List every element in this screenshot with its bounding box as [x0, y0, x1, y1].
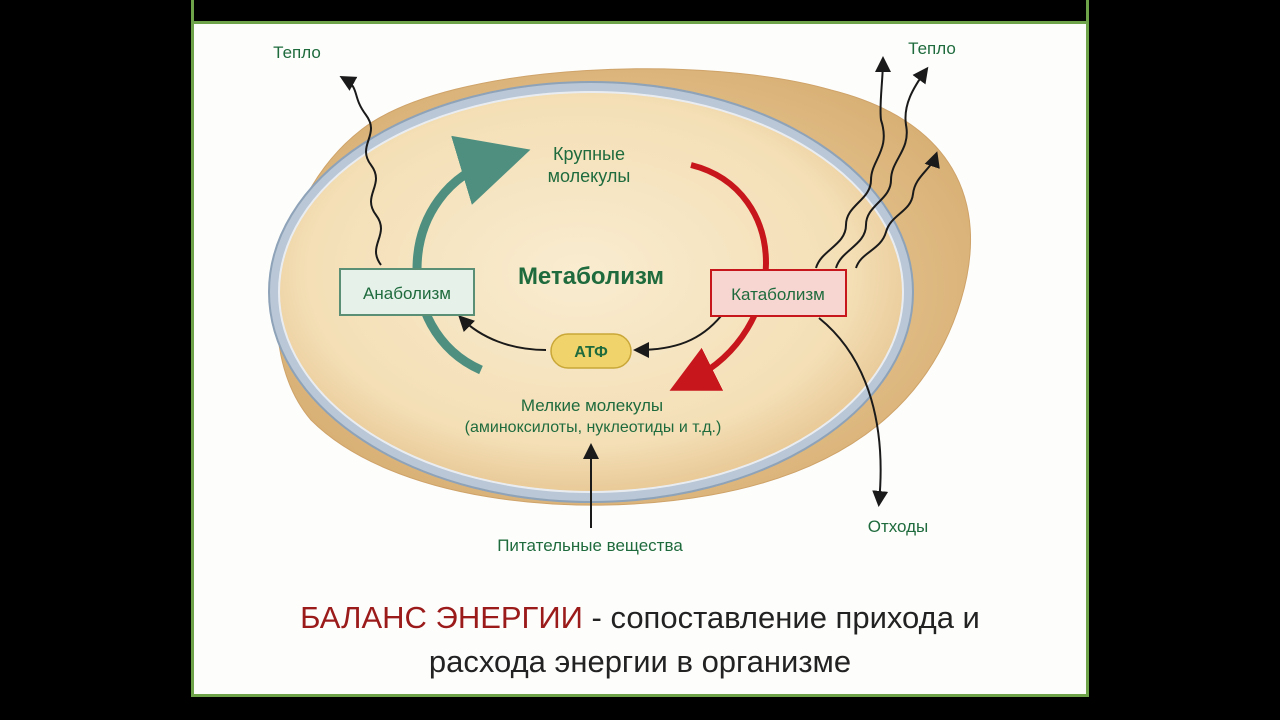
- anabolism-label: Анаболизм: [363, 284, 451, 303]
- catabolism-arc-arrow: [669, 162, 769, 391]
- left-frame-edge: [191, 0, 194, 720]
- waste-label: Отходы: [868, 517, 929, 536]
- heat-right-label: Тепло: [908, 39, 956, 58]
- large-molecules-line1: Крупные: [553, 144, 625, 164]
- atp-capsule: [550, 333, 632, 369]
- nutrients-label: Питательные вещества: [497, 536, 683, 555]
- small-molecules-line1: Мелкие молекулы: [521, 396, 663, 415]
- atp-label: АТФ: [574, 344, 608, 361]
- heat-left-wavy-arrow: [339, 76, 382, 266]
- large-molecules-line2: молекулы: [548, 166, 631, 186]
- caption-rest-line1: - сопоставление прихода и: [582, 600, 980, 635]
- bottom-black-bar: [191, 694, 1089, 720]
- small-molecules-line2: (аминоксилоты, нуклеотиды и т.д.): [465, 419, 722, 436]
- catabolism-label: Катаболизм: [731, 285, 825, 304]
- heat-left-label: Тепло: [273, 43, 321, 62]
- energy-balance-caption: БАЛАНС ЭНЕРГИИ - сопоставление прихода и…: [191, 596, 1089, 684]
- right-frame-edge: [1086, 0, 1089, 720]
- slide: Анаболизм Катаболизм АТФ Метаболизм Круп…: [191, 0, 1089, 720]
- caption-line1: БАЛАНС ЭНЕРГИИ - сопоставление прихода и: [191, 596, 1089, 640]
- catabolism-to-atp-arrow: [633, 315, 722, 358]
- heat-right-wavy-arrow-3: [855, 151, 940, 269]
- heat-right-wavy-arrow-2: [835, 66, 929, 269]
- anabolism-box: [339, 268, 475, 316]
- caption-highlight: БАЛАНС ЭНЕРГИИ: [300, 600, 583, 635]
- anabolism-arc-arrow: [412, 135, 531, 375]
- waste-arrow: [818, 317, 889, 507]
- metabolism-title: Метаболизм: [518, 263, 664, 290]
- caption-line2: расхода энергии в организме: [428, 644, 852, 679]
- atp-to-anabolism-arrow: [458, 315, 547, 351]
- metabolism-diagram: Анаболизм Катаболизм АТФ Метаболизм Круп…: [268, 39, 972, 555]
- heat-right-wavy-arrow-1: [815, 56, 891, 269]
- top-black-bar: [191, 0, 1089, 24]
- catabolism-box: [710, 269, 847, 317]
